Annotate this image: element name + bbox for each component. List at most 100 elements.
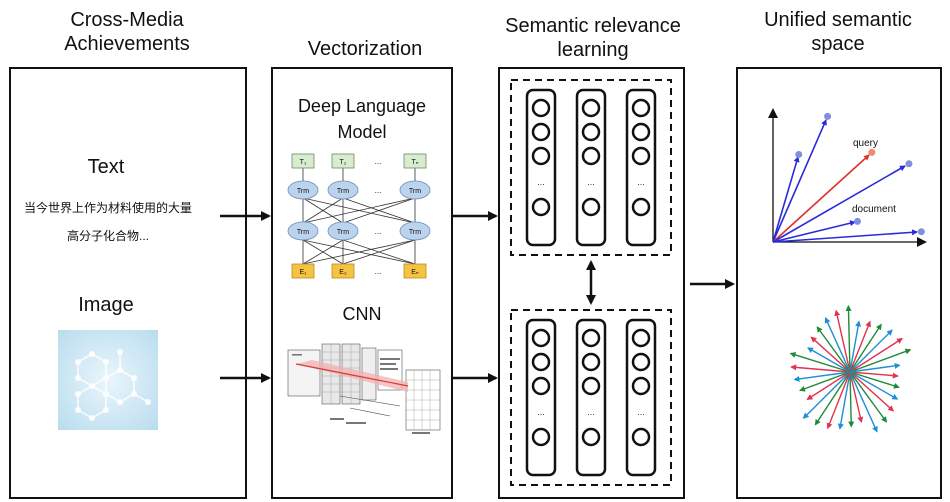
starburst-arrow <box>816 326 851 373</box>
starburst-arrow <box>793 371 851 382</box>
neuron-node <box>631 146 651 166</box>
trm-bottom-ellipsis: ... <box>375 227 382 236</box>
neuron-ellipsis: ... <box>587 407 595 417</box>
query-vector <box>772 154 870 243</box>
dashed-group-top <box>510 79 672 256</box>
header-cross-media-line2: Achievements <box>64 33 190 55</box>
trm-top-2 <box>327 180 359 200</box>
neuron-ellipsis: ... <box>587 177 595 187</box>
starburst-arrow <box>824 316 851 373</box>
e-box-2 <box>331 263 355 279</box>
t-label-1: T₁ <box>300 159 307 166</box>
text-label: Text <box>88 156 125 178</box>
starburst-arrow <box>849 371 878 433</box>
vector-point <box>917 228 925 236</box>
neuron-node <box>631 376 651 396</box>
neuron-node <box>581 328 601 348</box>
panel-vectorization <box>271 67 453 499</box>
vector-point <box>853 217 861 225</box>
starburst-arrow <box>845 304 852 373</box>
vector-point <box>905 160 913 168</box>
neuron-node <box>531 328 551 348</box>
starburst-arrow <box>799 371 851 392</box>
starburst-arrow <box>849 323 882 373</box>
trm-top-n-label: Trm <box>409 188 421 195</box>
vector-arrows <box>772 112 925 243</box>
t-box-2 <box>331 153 355 169</box>
starburst-arrow <box>802 371 851 419</box>
starburst-arrow <box>849 371 899 400</box>
t-box-n <box>403 153 427 169</box>
neuron-column <box>625 88 657 247</box>
image-label: Image <box>78 294 134 316</box>
t-box-1 <box>291 153 315 169</box>
trm-bottom-2 <box>327 221 359 241</box>
t-label-ellipsis: ... <box>375 157 382 166</box>
neuron-node <box>581 427 601 447</box>
starburst-arrow <box>849 329 893 373</box>
starburst-arrow <box>790 364 851 373</box>
vector-point <box>795 150 803 158</box>
neuron-column <box>625 318 657 477</box>
panel-cross-media <box>9 67 247 499</box>
query-label: query <box>853 138 878 149</box>
trm-top-ellipsis: ... <box>375 186 382 195</box>
cnn-diagram <box>287 343 441 434</box>
neuron-column <box>525 318 557 477</box>
vector-point <box>824 112 832 120</box>
trm-bottom-n-label: Trm <box>409 229 421 236</box>
neuron-column <box>575 88 607 247</box>
trm-top-1-label: Trm <box>297 188 309 195</box>
panel-semantic <box>498 67 685 499</box>
neuron-node <box>581 197 601 217</box>
document-vector <box>772 156 800 243</box>
e-label-2: E₂ <box>339 269 347 276</box>
neuron-node <box>581 352 601 372</box>
starburst-arrow <box>814 371 851 426</box>
starburst-arrow <box>826 371 851 430</box>
header-semantic-relevance: Semantic relevance learning <box>478 14 708 62</box>
t-label-n: Tₙ <box>411 159 418 166</box>
vector-point <box>868 148 876 156</box>
header-cross-media: Cross-Media Achievements <box>42 8 212 56</box>
starburst-arrow <box>849 371 864 423</box>
header-semantic-line2: learning <box>557 39 629 61</box>
neuron-node <box>581 98 601 118</box>
starburst-arrow <box>849 371 899 379</box>
neuron-node <box>631 197 651 217</box>
starburst-arrow <box>806 371 851 400</box>
neuron-node <box>581 122 601 142</box>
neuron-node <box>631 427 651 447</box>
neuron-node <box>531 146 551 166</box>
trm-top-n <box>399 180 431 200</box>
neuron-ellipsis: ... <box>637 177 645 187</box>
document-label: document <box>852 204 896 215</box>
neuron-node <box>531 352 551 372</box>
neuron-node <box>631 352 651 372</box>
starburst-arrow <box>849 371 895 412</box>
e-box-1 <box>291 263 315 279</box>
starburst-arrow <box>849 362 901 373</box>
trm-top-2-label: Trm <box>337 188 349 195</box>
e-label-ellipsis: ... <box>375 267 382 276</box>
deep-language-model-line2: Model <box>337 122 386 142</box>
header-vectorization: Vectorization <box>307 38 423 60</box>
starburst-arrow <box>834 309 851 373</box>
neuron-column <box>525 88 557 247</box>
starburst-arrow <box>848 371 855 428</box>
starburst-arrow <box>849 371 900 389</box>
trm-bottom-2-label: Trm <box>337 229 349 236</box>
neuron-node <box>531 122 551 142</box>
neuron-node <box>531 197 551 217</box>
starburst-arrow <box>849 320 871 373</box>
document-vector <box>772 119 827 243</box>
molecule-image <box>58 330 158 430</box>
neuron-node <box>531 98 551 118</box>
neuron-node <box>531 376 551 396</box>
e-label-n: Eₙ <box>411 269 419 276</box>
document-vector <box>772 229 918 243</box>
header-semantic-line1: Semantic relevance <box>505 15 681 37</box>
chinese-text-line2: 高分子化合物... <box>67 228 149 243</box>
neuron-ellipsis: ... <box>537 177 545 187</box>
e-label-1: E₁ <box>299 269 307 276</box>
